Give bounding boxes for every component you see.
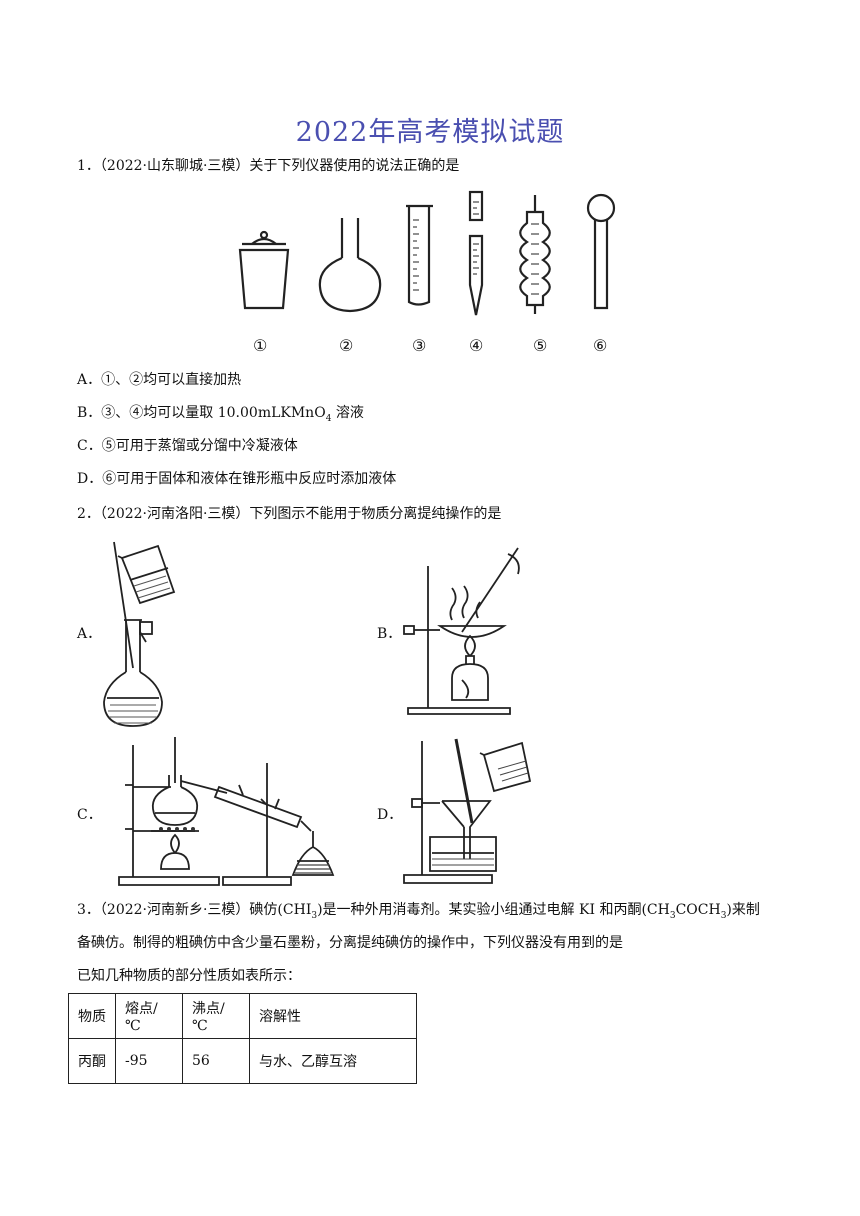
q1-option-d: D．⑥可用于固体和液体在锥形瓶中反应时添加液体 bbox=[77, 471, 397, 487]
table-header-cell: 物质 bbox=[68, 993, 116, 1039]
table-header-cell: 熔点/℃ bbox=[115, 993, 183, 1039]
q1-label-3: ③ bbox=[412, 336, 427, 355]
table-row: 丙酮 -95 56 与水、乙醇互溶 bbox=[68, 1038, 417, 1084]
q1-instruments-figure bbox=[238, 190, 616, 316]
q1-label-6: ⑥ bbox=[593, 336, 608, 355]
q1-stem: 1．（2022·山东聊城·三模）关于下列仪器使用的说法正确的是 bbox=[77, 158, 460, 174]
table-cell: 丙酮 bbox=[68, 1038, 116, 1084]
q2-figure-d-filtration bbox=[403, 738, 532, 884]
q1-label-4: ④ bbox=[469, 336, 484, 355]
q3-stem-line2: 备碘仿。制得的粗碘仿中含少量石墨粉，分离提纯碘仿的操作中，下列仪器没有用到的是 bbox=[77, 935, 623, 951]
q2-figure-a-transfer bbox=[103, 541, 176, 727]
q1-option-c: C．⑤可用于蒸馏或分馏中冷凝液体 bbox=[77, 438, 298, 454]
q1-label-2: ② bbox=[339, 336, 354, 355]
q1-option-a: A．①、②均可以直接加热 bbox=[77, 372, 242, 388]
q3-stem-line1: 3．（2022·河南新乡·三模）碘仿(CHI3)是一种外用消毒剂。某实验小组通过… bbox=[77, 902, 760, 921]
table-header-row: 物质 熔点/℃ 沸点/℃ 溶解性 bbox=[68, 993, 417, 1039]
q2-figure-c-distillation bbox=[118, 737, 335, 886]
table-cell: 56 bbox=[182, 1038, 250, 1084]
q2-label-b: B． bbox=[377, 626, 402, 642]
table-header-cell: 溶解性 bbox=[249, 993, 417, 1039]
q3-stem-line3: 已知几种物质的部分性质如表所示： bbox=[77, 968, 301, 984]
q2-figure-b-evaporation bbox=[403, 547, 520, 715]
table-header-cell: 沸点/℃ bbox=[182, 993, 250, 1039]
q1-label-5: ⑤ bbox=[533, 336, 548, 355]
q2-stem: 2．（2022·河南洛阳·三模）下列图示不能用于物质分离提纯操作的是 bbox=[77, 506, 502, 522]
table-cell: 与水、乙醇互溶 bbox=[249, 1038, 417, 1084]
q1-option-b: B．③、④均可以量取 10.00mLKMnO4 溶液 bbox=[77, 405, 364, 424]
page-title: 2022年高考模拟试题 bbox=[295, 117, 565, 148]
q2-label-c: C． bbox=[77, 807, 102, 823]
q1-label-1: ① bbox=[253, 336, 268, 355]
q2-label-d: D． bbox=[377, 807, 403, 823]
q3-properties-table: 物质 熔点/℃ 沸点/℃ 溶解性 丙酮 -95 56 与水、乙醇互溶 bbox=[68, 993, 417, 1084]
table-cell: -95 bbox=[115, 1038, 183, 1084]
q2-label-a: A． bbox=[77, 626, 102, 642]
